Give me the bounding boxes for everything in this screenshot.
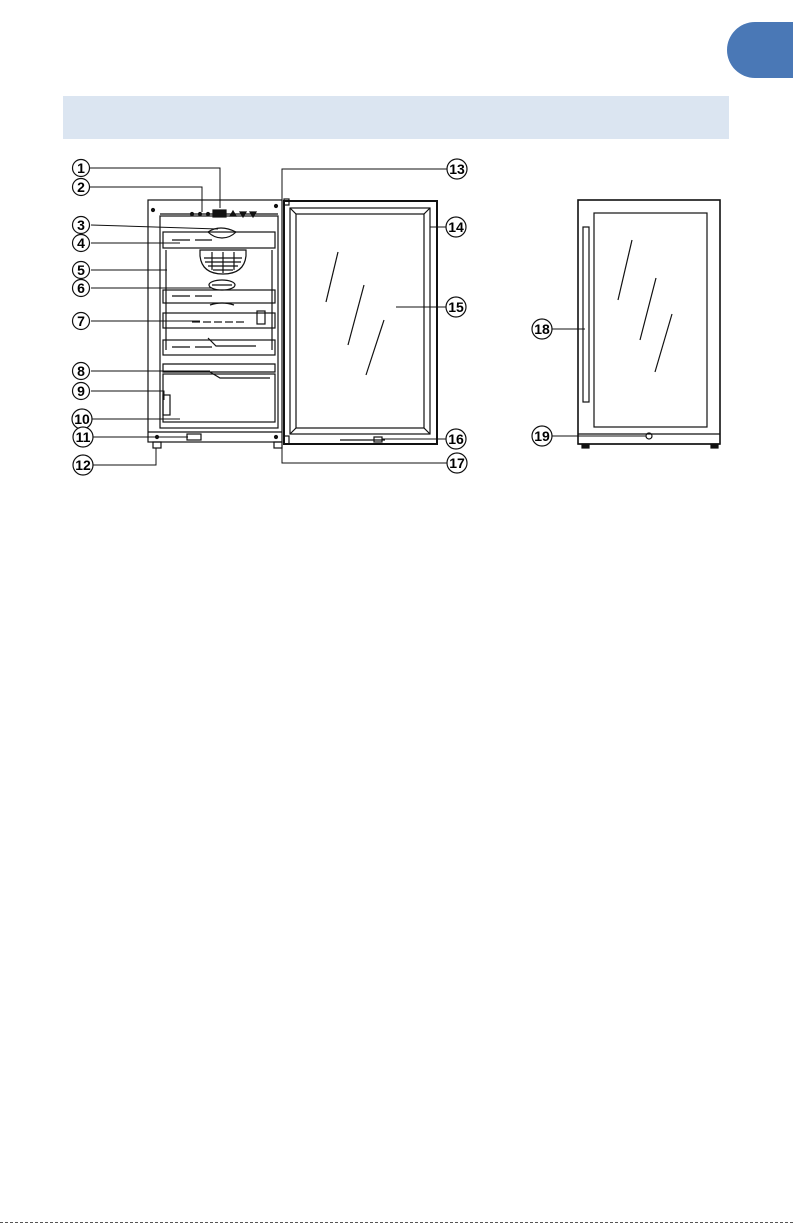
door-frame xyxy=(284,201,437,444)
leveling-foot-right xyxy=(274,442,282,448)
front-cabinet xyxy=(578,200,720,444)
callout-number: 6 xyxy=(77,280,85,296)
callout-number: 9 xyxy=(77,383,85,399)
callout-19: 19 xyxy=(532,426,552,446)
callout-11: 11 xyxy=(73,427,93,447)
callout-number: 12 xyxy=(75,457,91,473)
callout-number: 14 xyxy=(448,219,464,235)
callout-number: 18 xyxy=(534,321,550,337)
callout-16: 16 xyxy=(446,429,466,449)
callout-12: 12 xyxy=(73,455,93,475)
callout-5: 5 xyxy=(73,262,90,279)
callout-10: 10 xyxy=(72,409,92,429)
callout-number: 2 xyxy=(77,179,85,195)
closed-front-view xyxy=(578,200,720,448)
callout-13: 13 xyxy=(447,159,467,179)
callout-14: 14 xyxy=(446,217,466,237)
callout-number: 10 xyxy=(74,411,90,427)
callout-number: 13 xyxy=(449,161,465,177)
callout-number: 19 xyxy=(534,428,550,444)
door-gasket xyxy=(290,208,430,434)
page-bottom-rule xyxy=(0,1222,793,1223)
callout-number: 4 xyxy=(77,235,85,251)
callout-number: 17 xyxy=(449,455,465,471)
callout-4: 4 xyxy=(73,235,90,252)
cabinet-open-view xyxy=(148,200,282,448)
callout-1: 1 xyxy=(73,160,90,177)
callout-8: 8 xyxy=(73,363,90,380)
interior-light xyxy=(208,228,236,238)
callout-number: 15 xyxy=(448,299,464,315)
callout-number: 3 xyxy=(77,217,85,233)
callout-17: 17 xyxy=(447,453,467,473)
control-display xyxy=(213,210,226,217)
glass-door-open xyxy=(284,199,437,444)
callout-18: 18 xyxy=(532,319,552,339)
leveling-foot-left xyxy=(153,442,161,448)
callout-number: 7 xyxy=(77,313,85,329)
callout-9: 9 xyxy=(73,383,90,400)
callout-3: 3 xyxy=(73,217,90,234)
callout-number: 11 xyxy=(76,429,91,445)
callout-number: 16 xyxy=(448,431,464,447)
leader-lines xyxy=(90,168,646,465)
callout-7: 7 xyxy=(73,313,90,330)
callout-2: 2 xyxy=(73,179,90,196)
callout-number: 8 xyxy=(77,363,85,379)
callout-6: 6 xyxy=(73,280,90,297)
base-grille xyxy=(187,434,201,440)
lower-compartment xyxy=(163,374,275,422)
front-glass-window xyxy=(594,213,707,427)
fan-grille xyxy=(200,250,246,274)
callout-number: 5 xyxy=(77,262,85,278)
callout-number: 1 xyxy=(77,160,85,176)
door-glass xyxy=(296,214,424,428)
door-handle xyxy=(583,227,589,402)
callout-15: 15 xyxy=(446,297,466,317)
